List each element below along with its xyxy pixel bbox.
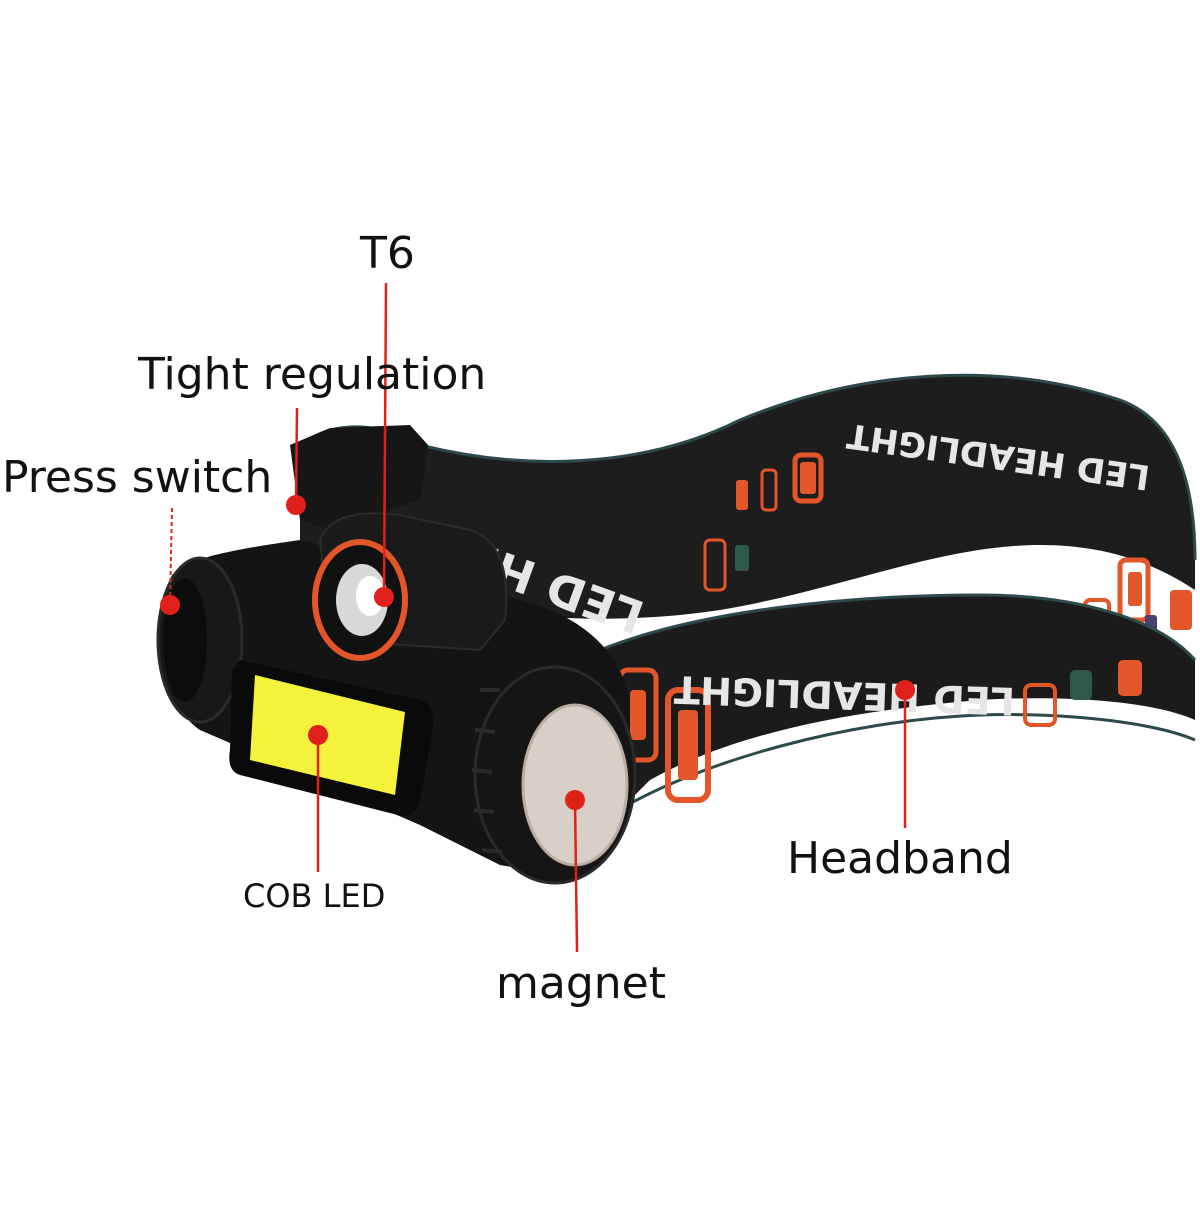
callout-magnet: [565, 790, 585, 953]
callout-press-switch: [160, 507, 180, 615]
label-t6: T6: [360, 228, 415, 279]
label-magnet: magnet: [496, 958, 666, 1009]
label-headband: Headband: [787, 833, 1013, 884]
callout-t6: [374, 282, 394, 607]
label-tight-regulation: Tight regulation: [138, 349, 487, 400]
callout-tight-regulation: [286, 407, 306, 515]
headlamp-body: [156, 425, 637, 885]
label-cob-led: COB LED: [243, 877, 386, 915]
callout-headband: [895, 680, 915, 828]
label-press-switch: Press switch: [2, 452, 273, 503]
callout-cob-led: [308, 725, 328, 872]
headband-front-strap: [599, 593, 1197, 817]
